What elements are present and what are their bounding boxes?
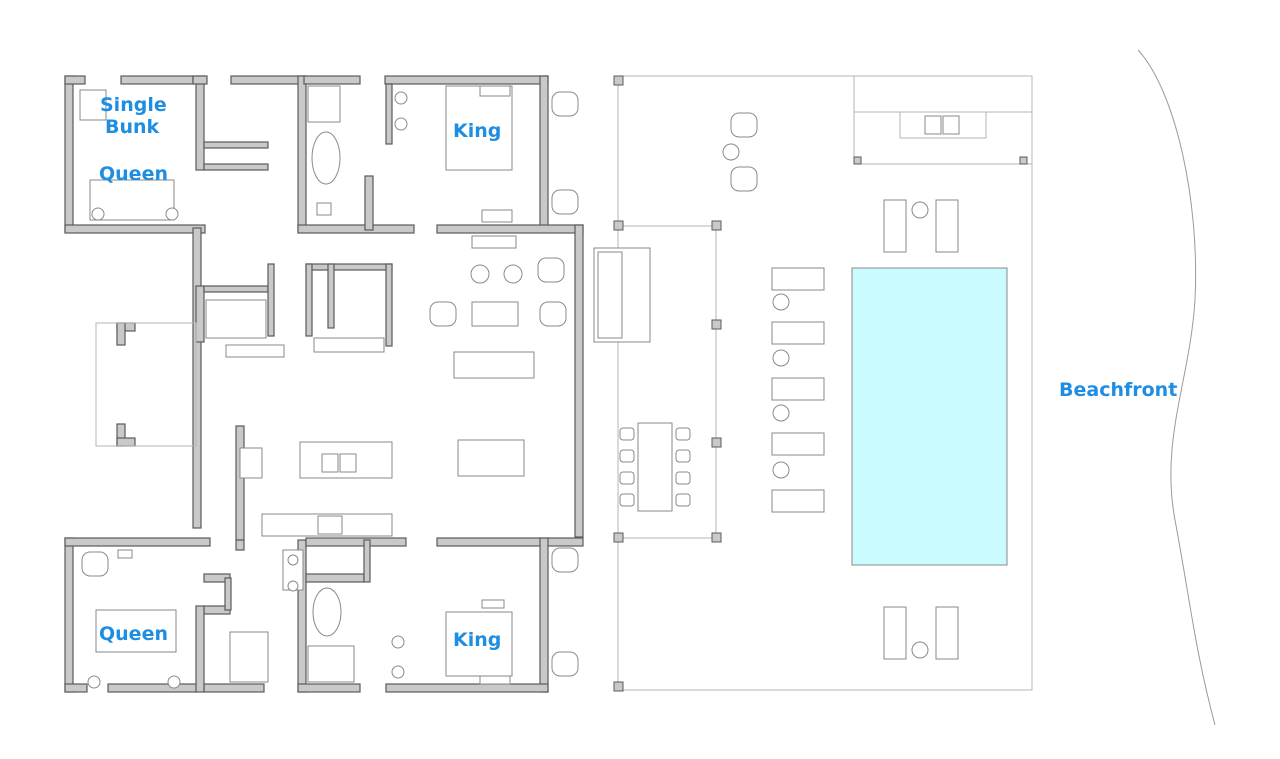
king-bottom-label: King <box>453 629 501 651</box>
building-walls <box>64 75 584 693</box>
interior-furniture <box>79 85 579 689</box>
pergola-dining <box>593 247 691 512</box>
shoreline <box>1137 49 1216 726</box>
single-bunk-label-line2: Bunk <box>105 116 160 138</box>
swimming-pool <box>851 267 1008 566</box>
pool-loungers <box>771 199 959 660</box>
pergola <box>613 75 1028 692</box>
king-top-label: King <box>453 120 501 142</box>
patio-seating <box>722 112 758 192</box>
queen-bottom-label: Queen <box>99 623 168 645</box>
single-bunk-label-line1: Single <box>100 94 167 116</box>
beachfront-label: Beachfront <box>1059 379 1177 401</box>
queen-top-label: Queen <box>99 163 168 185</box>
